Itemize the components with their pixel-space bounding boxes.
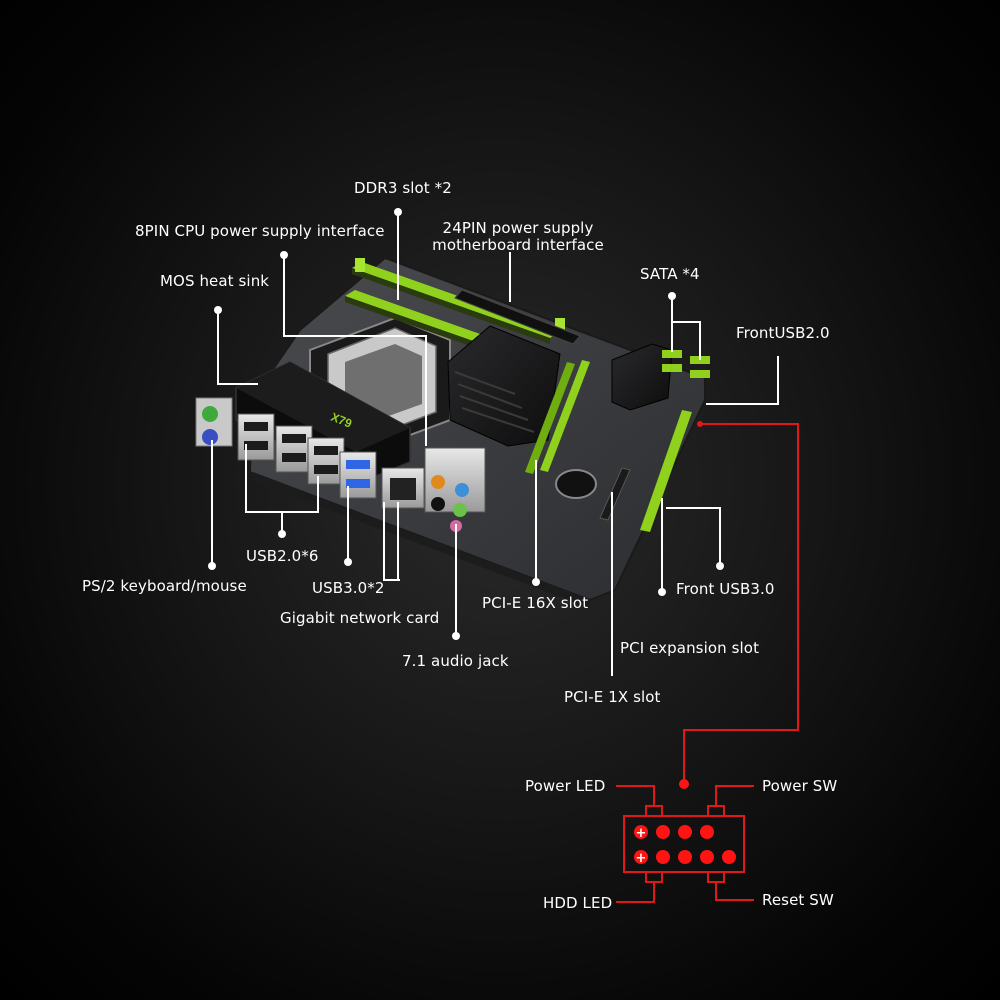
- label-front-usb2: FrontUSB2.0: [736, 324, 830, 342]
- label-pcie16: PCI-E 16X slot: [482, 594, 589, 612]
- pcie1-slot: [599, 467, 631, 521]
- label-atx-power-line2: motherboard interface: [432, 236, 604, 254]
- header-pins-bottom: +: [634, 850, 736, 866]
- front-panel-red-dot: [679, 779, 689, 789]
- ps2-mouse-port: [202, 406, 218, 422]
- label-front-usb3: Front USB3.0: [676, 580, 775, 598]
- label-power-led: Power LED: [525, 777, 606, 795]
- audio-jack-green: [453, 503, 467, 517]
- label-gigabit-lan: Gigabit network card: [280, 609, 440, 627]
- pcie16-slot-2: [525, 362, 575, 474]
- cmos-battery: [555, 469, 597, 499]
- leader-lines: [211, 212, 779, 676]
- audio-jack-orange: [431, 475, 445, 489]
- pcie16-slot: [540, 360, 590, 472]
- front-panel-header: + +: [616, 785, 754, 903]
- label-pcie1: PCI-E 1X slot: [564, 688, 661, 706]
- header-pin-positive: [634, 825, 648, 839]
- label-atx-power: 24PIN power supply motherboard interface: [432, 220, 604, 254]
- io-panel: [195, 397, 486, 532]
- chipset-heatsink: [447, 325, 561, 447]
- label-audio-jack: 7.1 audio jack: [402, 652, 509, 670]
- pcb-edge: [250, 472, 590, 608]
- positive-marker: +: [636, 826, 647, 841]
- label-mos-heatsink: MOS heat sink: [160, 272, 270, 290]
- label-usb2: USB2.0*6: [246, 547, 319, 565]
- usb3-stack: [339, 451, 377, 499]
- header-pins-top: +: [634, 825, 714, 841]
- ddr3-latch: [555, 318, 565, 336]
- label-sata: SATA *4: [640, 265, 700, 283]
- front-panel-red-leader: [683, 423, 799, 782]
- label-power-sw: Power SW: [762, 777, 838, 795]
- header-pin: [656, 850, 670, 864]
- header-pin: [678, 850, 692, 864]
- label-usb3: USB3.0*2: [312, 579, 385, 597]
- header-pin: [678, 825, 692, 839]
- audio-jack-blue: [455, 483, 469, 497]
- label-hdd-led: HDD LED: [543, 894, 613, 912]
- atx-24pin-connector: [454, 289, 581, 345]
- audio-jack-black: [431, 497, 445, 511]
- header-pin-positive: [634, 850, 648, 864]
- leader-dots: [208, 208, 724, 640]
- header-pin: [656, 825, 670, 839]
- ps2-keyboard-port: [202, 429, 218, 445]
- header-pin: [722, 850, 736, 864]
- label-ddr3-slot: DDR3 slot *2: [354, 179, 452, 197]
- label-cpu-power: 8PIN CPU power supply interface: [135, 222, 385, 240]
- ddr3-slot-1-shadow: [352, 268, 550, 344]
- label-reset-sw: Reset SW: [762, 891, 834, 909]
- label-pci-slot: PCI expansion slot: [620, 639, 760, 657]
- usb2-stack-3: [307, 437, 345, 485]
- pch-heatsink: [611, 343, 673, 411]
- usb2-stack-2: [275, 425, 313, 473]
- positive-marker: +: [636, 851, 647, 866]
- header-pin: [700, 825, 714, 839]
- header-pin: [700, 850, 714, 864]
- usb2-stack-1: [237, 413, 275, 461]
- label-ps2: PS/2 keyboard/mouse: [82, 577, 247, 595]
- ddr3-latch: [355, 258, 365, 272]
- pci-slot: [640, 410, 692, 532]
- label-atx-power-line1: 24PIN power supply: [442, 219, 594, 237]
